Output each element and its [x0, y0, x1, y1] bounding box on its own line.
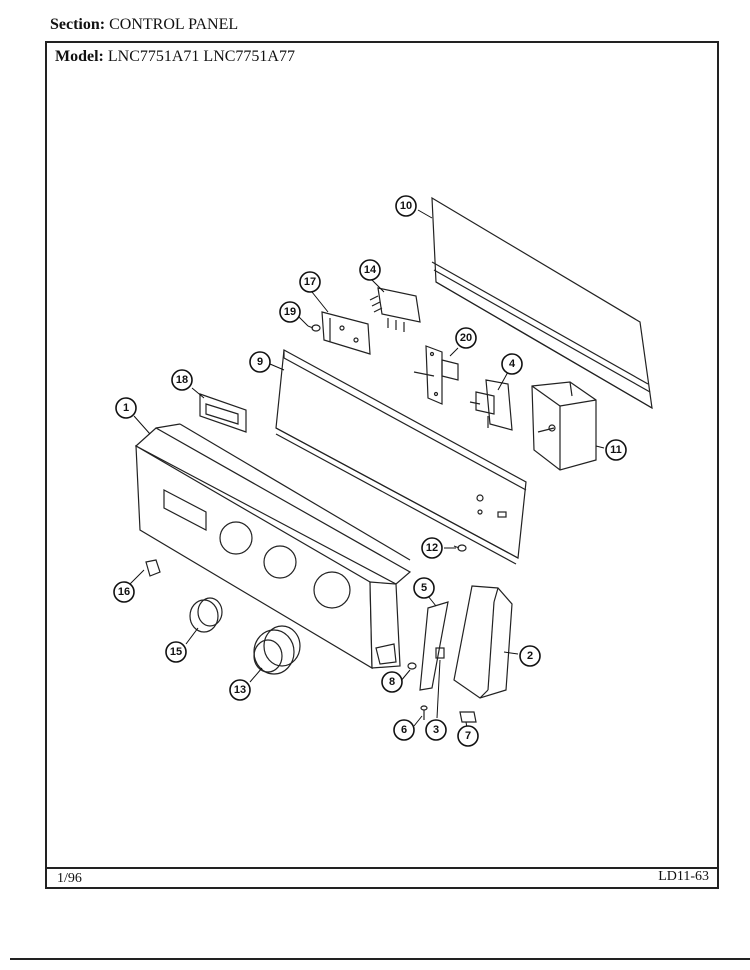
- svg-text:14: 14: [364, 264, 377, 276]
- svg-text:20: 20: [460, 332, 472, 344]
- part-9-mounting-plate: [275, 349, 527, 565]
- callout-17: 17: [299, 271, 321, 293]
- model-value: LNC7751A71 LNC7751A77: [107, 48, 295, 65]
- part-18-display-window: [199, 393, 247, 433]
- footer-date: 1/96: [57, 871, 82, 886]
- callout-9: 9: [249, 351, 271, 373]
- svg-text:18: 18: [176, 374, 188, 386]
- footer-code: LD11-63: [658, 869, 709, 884]
- svg-text:10: 10: [400, 200, 412, 212]
- callout-8: 8: [381, 671, 403, 693]
- callout-10: 10: [395, 195, 417, 217]
- callout-2: 2: [519, 645, 541, 667]
- part-6-screw: [420, 705, 428, 720]
- svg-text:7: 7: [465, 730, 471, 742]
- svg-text:8: 8: [389, 676, 395, 688]
- section-label: Section:: [50, 16, 106, 33]
- part-7-clip: [459, 711, 477, 723]
- part-10-rear-panel: [431, 196, 653, 410]
- part-14-terminal-block: [369, 287, 421, 332]
- callout-20: 20: [455, 327, 477, 349]
- callout-14: 14: [359, 259, 381, 281]
- svg-text:1: 1: [123, 402, 129, 414]
- callout-11: 11: [605, 439, 627, 461]
- callout-19: 19: [279, 301, 301, 323]
- leader-lines: [129, 209, 605, 735]
- svg-text:12: 12: [426, 542, 438, 554]
- svg-text:19: 19: [284, 306, 296, 318]
- part-15-knob: [189, 597, 223, 633]
- section-value: CONTROL PANEL: [109, 16, 239, 33]
- svg-text:5: 5: [421, 582, 427, 594]
- part-5-trim-strip: [419, 601, 449, 691]
- part-19-screw: [307, 324, 321, 332]
- svg-text:13: 13: [234, 684, 246, 696]
- section-heading: Section: CONTROL PANEL: [50, 16, 238, 34]
- svg-text:6: 6: [401, 724, 407, 736]
- callout-16: 16: [113, 581, 135, 603]
- part-1-console: [134, 423, 412, 670]
- callout-7: 7: [457, 725, 479, 747]
- svg-text:9: 9: [257, 356, 263, 368]
- callout-15: 15: [165, 641, 187, 663]
- diagram-frame: Model: LNC7751A71 LNC7751A77 1/96 LD11-6…: [45, 41, 719, 889]
- part-12-screw: [453, 544, 467, 552]
- page-bottom-rule: [10, 958, 750, 960]
- callout-6: 6: [393, 719, 415, 741]
- part-2-end-cap: [453, 585, 513, 699]
- part-20-switch-bracket: [413, 345, 459, 405]
- callout-18: 18: [171, 369, 193, 391]
- svg-text:3: 3: [433, 724, 439, 736]
- svg-text:2: 2: [527, 650, 533, 662]
- callout-5: 5: [413, 577, 435, 599]
- part-11-timer: [531, 381, 597, 471]
- model-heading: Model: LNC7751A71 LNC7751A77: [55, 48, 295, 66]
- part-8-screw: [407, 662, 417, 670]
- part-16-button: [145, 559, 161, 577]
- callout-1: 1: [115, 397, 137, 419]
- part-3-clip: [435, 647, 445, 659]
- part-13-timer-knob: [253, 625, 301, 675]
- part-4-switch: [469, 379, 513, 431]
- callout-12: 12: [421, 537, 443, 559]
- part-17-bracket: [321, 311, 371, 355]
- svg-text:15: 15: [170, 646, 182, 658]
- svg-text:17: 17: [304, 276, 316, 288]
- svg-text:16: 16: [118, 586, 130, 598]
- model-label: Model:: [55, 48, 104, 65]
- callout-3: 3: [425, 719, 447, 741]
- callout-13: 13: [229, 679, 251, 701]
- svg-text:11: 11: [610, 444, 622, 456]
- svg-text:4: 4: [509, 358, 516, 370]
- footer-divider: [47, 867, 717, 869]
- callout-4: 4: [501, 353, 523, 375]
